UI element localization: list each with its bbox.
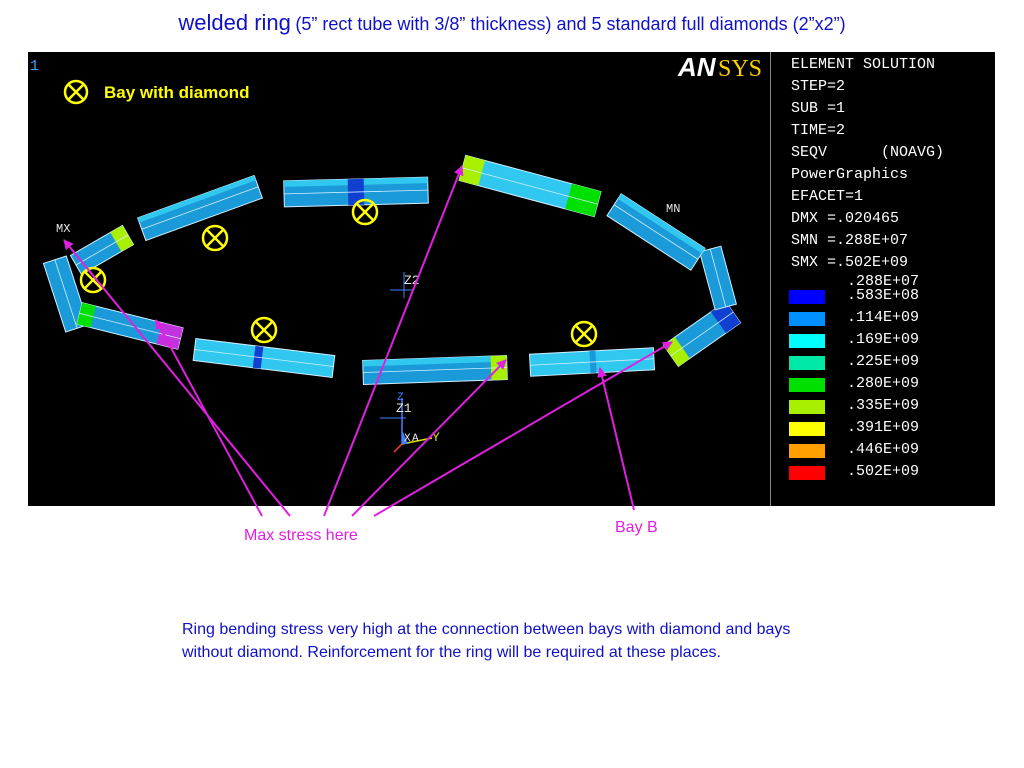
element-solution-panel: ELEMENT SOLUTION STEP=2 SUB =1 TIME=2 SE… <box>771 52 995 506</box>
bay-with-diamond-icon <box>570 320 598 348</box>
solution-line: DMX =.020465 <box>791 210 900 227</box>
solution-line: SEQV (NOAVG) <box>791 144 945 161</box>
ansys-viewport[interactable]: 1 AN SYS Bay with diamond <box>28 52 770 506</box>
legend-swatch <box>789 400 825 414</box>
ansys-logo-sys: SYS <box>718 56 762 82</box>
legend-value: .280E+09 <box>847 375 920 392</box>
ring-segment[interactable] <box>458 154 602 218</box>
bay-with-diamond-icon <box>79 266 107 294</box>
legend-swatch <box>789 378 825 392</box>
legend-value: .583E+08 <box>847 287 920 304</box>
solution-line: TIME=2 <box>791 122 846 139</box>
legend-value: .502E+09 <box>847 463 920 480</box>
window-number: 1 <box>30 58 39 75</box>
max-marker-label: MX <box>56 222 70 236</box>
legend-value: .446E+09 <box>847 441 920 458</box>
solution-line: ELEMENT SOLUTION <box>791 56 936 73</box>
max-stress-label: Max stress here <box>244 527 358 544</box>
bay-with-diamond-icon <box>201 224 229 252</box>
legend-first-value: .288E+07 <box>847 273 920 290</box>
axis-x-label: X <box>404 433 411 445</box>
panel-divider <box>770 52 771 506</box>
legend-value: .114E+09 <box>847 309 920 326</box>
title-detail: (5” rect tube with 3/8” thickness) and 5… <box>295 14 846 34</box>
legend-value: .335E+09 <box>847 397 920 414</box>
slide-title: welded ring (5” rect tube with 3/8” thic… <box>0 10 1024 36</box>
legend-value: .225E+09 <box>847 353 920 370</box>
ansys-logo: AN SYS <box>677 52 762 82</box>
legend-value: .169E+09 <box>847 331 920 348</box>
ring-segment[interactable] <box>362 354 508 386</box>
solution-line: PowerGraphics <box>791 166 909 183</box>
legend-swatch <box>789 312 825 326</box>
ring-segment[interactable] <box>69 224 135 276</box>
bay-with-diamond-icon <box>250 316 278 344</box>
ring-segment[interactable] <box>76 302 184 350</box>
solution-line: SMX =.502E+09 <box>791 254 909 271</box>
legend-swatch <box>789 290 825 304</box>
solution-line: STEP=2 <box>791 78 846 95</box>
ring-segment[interactable] <box>698 245 738 311</box>
legend-swatch <box>789 356 825 370</box>
legend-swatch <box>789 422 825 436</box>
ring-segment[interactable] <box>192 337 336 379</box>
legend-swatch <box>789 466 825 480</box>
legend-value: .391E+09 <box>847 419 920 436</box>
z1-label: Z1 <box>396 401 412 416</box>
ring-segment[interactable] <box>528 347 656 377</box>
conclusion-note: Ring bending stress very high at the con… <box>182 621 791 661</box>
solution-line: SUB =1 <box>791 100 846 117</box>
axis-y-label: Y <box>432 430 440 445</box>
ring-segment[interactable] <box>606 193 706 271</box>
ring-segment[interactable] <box>136 174 264 242</box>
solution-line: SMN =.288E+07 <box>791 232 909 249</box>
ansys-logo-an: AN <box>677 52 717 82</box>
axis-a-label: A <box>412 433 419 445</box>
legend-swatch <box>789 334 825 348</box>
bay-marker-legend-icon <box>63 79 89 105</box>
z2-label: Z2 <box>404 273 420 288</box>
bay-b-label: Bay B <box>615 519 658 536</box>
legend-swatch <box>789 444 825 458</box>
min-marker-label: MN <box>666 202 680 216</box>
bay-marker-legend-label: Bay with diamond <box>104 83 249 102</box>
title-main: welded ring <box>178 10 291 35</box>
solution-line: EFACET=1 <box>791 188 864 205</box>
ring-segment[interactable] <box>662 300 742 368</box>
